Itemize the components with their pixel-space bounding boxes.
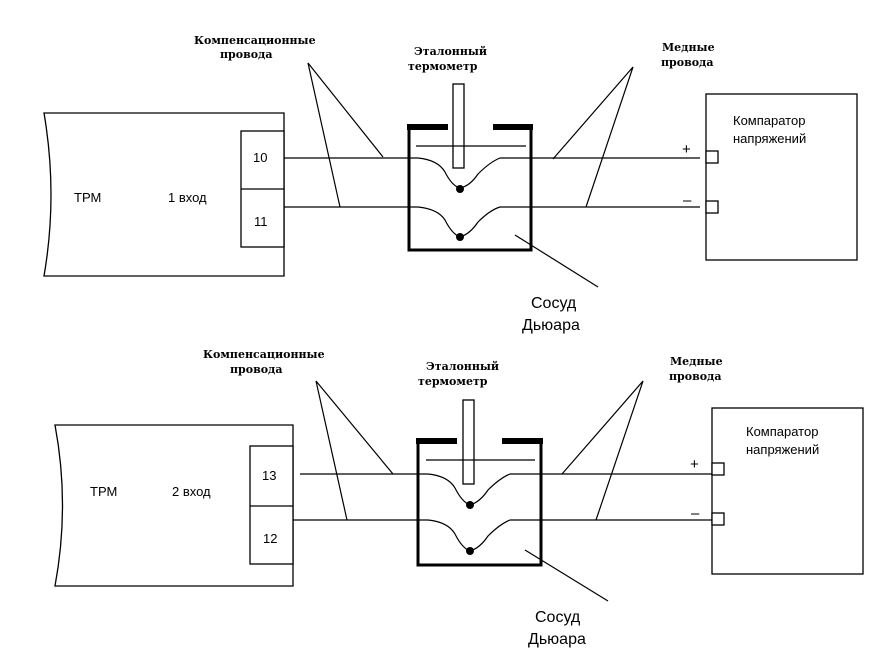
copper-wires-label-2b: провода bbox=[669, 370, 722, 383]
dewar-label-2a: Сосуд bbox=[535, 609, 581, 626]
comparator-label-1a: Компаратор bbox=[733, 113, 805, 128]
comparator-terminal-minus-1 bbox=[705, 200, 719, 214]
junction-dot-top-1 bbox=[456, 185, 464, 193]
dewar-vessel-2 bbox=[416, 441, 543, 567]
trm-device-2 bbox=[54, 424, 294, 587]
copper-wires-label-2a: Медные bbox=[670, 355, 723, 368]
copper-wires-pointer-1 bbox=[552, 66, 634, 208]
junction-dot-bottom-1 bbox=[456, 233, 464, 241]
comparator-terminal-minus-2 bbox=[711, 512, 725, 526]
terminal-bottom-2: 12 bbox=[263, 531, 277, 546]
comparator-label-1b: напряжений bbox=[733, 131, 806, 146]
ref-thermo-label-2b: термометр bbox=[418, 375, 488, 388]
terminal-top-1: 10 bbox=[253, 150, 267, 165]
dewar-label-2b: Дьюара bbox=[528, 631, 586, 648]
junction-bottom-1 bbox=[284, 206, 700, 238]
input-label-1: 1 вход bbox=[168, 190, 207, 205]
comparator-terminal-plus-2 bbox=[711, 462, 725, 476]
junction-dot-top-2 bbox=[466, 501, 474, 509]
dewar-pointer-2 bbox=[524, 549, 609, 602]
terminal-block-2 bbox=[249, 445, 294, 565]
plus-sign-2: + bbox=[690, 456, 699, 473]
comp-wires-pointer-1 bbox=[307, 62, 384, 208]
ref-thermometer-1 bbox=[452, 83, 465, 169]
junction-top-1 bbox=[284, 157, 700, 189]
comparator-label-2b: напряжений bbox=[746, 442, 819, 457]
comparator-label-2a: Компаратор bbox=[746, 424, 818, 439]
dewar-label-1a: Сосуд bbox=[531, 295, 577, 312]
comparator-terminal-plus-1 bbox=[705, 150, 719, 164]
comparator-box-2 bbox=[711, 407, 864, 575]
comp-wires-label-2b: провода bbox=[230, 363, 283, 376]
ref-thermo-label-1b: термометр bbox=[408, 60, 478, 73]
minus-sign-1: – bbox=[683, 192, 692, 209]
plus-sign-1: + bbox=[682, 141, 691, 158]
junction-bottom-2 bbox=[293, 519, 712, 552]
ref-thermo-label-1a: Эталонный bbox=[414, 45, 487, 58]
junction-top-2 bbox=[300, 473, 712, 506]
terminal-top-2: 13 bbox=[262, 468, 276, 483]
copper-wires-label-1b: провода bbox=[661, 56, 714, 69]
comp-wires-label-1a: Компенсационные bbox=[194, 34, 316, 47]
dewar-label-1b: Дьюара bbox=[522, 317, 580, 334]
trm-label-2: ТРМ bbox=[90, 484, 117, 499]
junction-dot-bottom-2 bbox=[466, 547, 474, 555]
dewar-vessel-1 bbox=[407, 127, 533, 252]
comparator-box-1 bbox=[705, 93, 858, 261]
comp-wires-label-1b: провода bbox=[220, 48, 273, 61]
ref-thermo-label-2a: Эталонный bbox=[426, 360, 499, 373]
comp-wires-label-2a: Компенсационные bbox=[203, 348, 325, 361]
input-label-2: 2 вход bbox=[172, 484, 211, 499]
dewar-pointer-1 bbox=[514, 234, 599, 288]
trm-label-1: ТРМ bbox=[74, 190, 101, 205]
diagram-2: ТРМ 2 вход 13 12 Компенсационные провода… bbox=[54, 348, 864, 648]
copper-wires-label-1a: Медные bbox=[662, 41, 715, 54]
copper-wires-pointer-2 bbox=[561, 380, 644, 521]
trm-device-1 bbox=[43, 112, 285, 277]
diagram-1: ТРМ 1 вход 10 11 Компенсационные провода… bbox=[43, 34, 858, 334]
ref-thermometer-2 bbox=[462, 399, 475, 485]
comp-wires-pointer-2 bbox=[315, 380, 394, 521]
terminal-bottom-1: 11 bbox=[254, 214, 268, 229]
minus-sign-2: – bbox=[691, 505, 700, 522]
